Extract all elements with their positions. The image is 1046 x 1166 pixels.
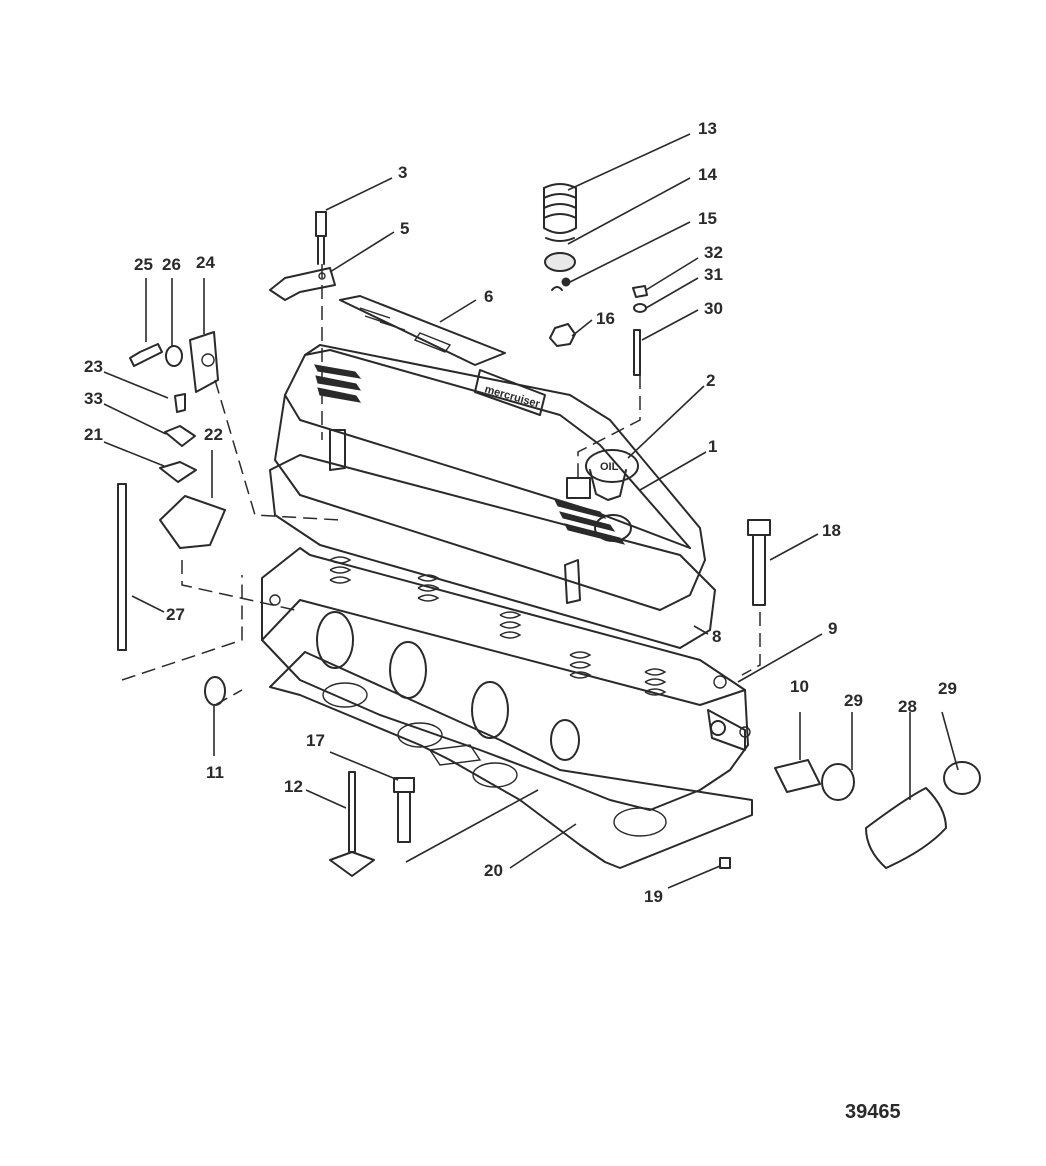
callout-10: 10 bbox=[790, 677, 809, 696]
callout-8: 8 bbox=[712, 627, 721, 646]
clip-and-bolt bbox=[269, 211, 336, 301]
callout-13: 13 bbox=[698, 119, 717, 138]
callout-19: 19 bbox=[644, 887, 663, 906]
callout-9: 9 bbox=[828, 619, 837, 638]
water-outlet-parts bbox=[774, 759, 981, 869]
callout-11: 11 bbox=[206, 763, 224, 782]
callout-26: 26 bbox=[162, 255, 181, 274]
callout-18: 18 bbox=[822, 521, 841, 540]
valve-springs bbox=[329, 556, 667, 696]
valve-cover-gasket bbox=[269, 454, 716, 649]
callout-27: 27 bbox=[166, 605, 185, 624]
oil-filler-cap: OIL bbox=[585, 449, 639, 501]
callout-21: 21 bbox=[84, 425, 103, 444]
breather-assembly bbox=[543, 183, 577, 291]
callout-22: 22 bbox=[204, 425, 223, 444]
callout-2: 2 bbox=[706, 371, 715, 390]
callout-3: 3 bbox=[398, 163, 407, 182]
oil-cap-label: OIL bbox=[600, 461, 619, 473]
bracket-hardware bbox=[129, 331, 219, 393]
callout-17: 17 bbox=[306, 731, 325, 750]
callout-29-clamp-right: 29 bbox=[938, 679, 957, 698]
alignment-lines bbox=[121, 264, 761, 706]
callout-30: 30 bbox=[704, 299, 723, 318]
pushrod bbox=[117, 483, 127, 651]
head-gasket bbox=[269, 651, 753, 869]
cylinder-head bbox=[261, 547, 751, 811]
valve bbox=[329, 771, 375, 877]
callout-31: 31 bbox=[704, 265, 723, 284]
leader-lines bbox=[103, 133, 959, 889]
callout-14: 14 bbox=[698, 165, 717, 184]
callout-32: 32 bbox=[704, 243, 723, 262]
callout-20: 20 bbox=[484, 861, 503, 880]
callout-33: 33 bbox=[84, 389, 103, 408]
callout-24: 24 bbox=[196, 253, 215, 272]
callout-5: 5 bbox=[400, 219, 409, 238]
cover-hardware bbox=[549, 285, 648, 376]
valve-cover: mercruiser bbox=[274, 344, 706, 611]
rocker-assembly bbox=[159, 393, 226, 549]
callout-29-clamp-left: 29 bbox=[844, 691, 863, 710]
figure-number: 39465 bbox=[845, 1101, 901, 1123]
callout-16: 16 bbox=[596, 309, 615, 328]
callout-23: 23 bbox=[84, 357, 103, 376]
head-bolts bbox=[393, 519, 771, 869]
callout-25: 25 bbox=[134, 255, 153, 274]
callout-6: 6 bbox=[484, 287, 493, 306]
callout-15: 15 bbox=[698, 209, 717, 228]
callout-labels: 1 2 3 5 6 8 9 10 11 12 13 14 15 16 17 18… bbox=[84, 119, 957, 906]
callout-1: 1 bbox=[708, 437, 717, 456]
baffle-plate bbox=[339, 295, 506, 366]
callout-12: 12 bbox=[284, 777, 303, 796]
callout-28: 28 bbox=[898, 697, 917, 716]
